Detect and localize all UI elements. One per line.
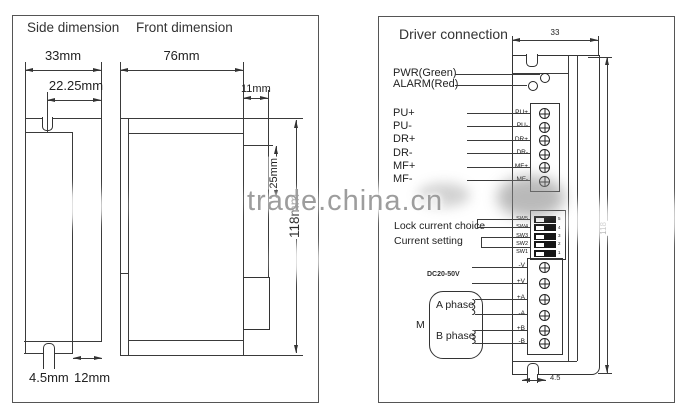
driver-connection-title: Driver connection <box>399 26 508 42</box>
dim-line-2225mm <box>47 100 101 101</box>
watermark-blob <box>132 188 176 224</box>
watermark-blob <box>648 196 682 240</box>
terminal-pin-label: -V <box>518 262 526 269</box>
alarm-led-label: ALARM(Red) <box>393 78 459 90</box>
watermark-blob <box>360 186 400 216</box>
signal-label-dr-minus: DR- <box>393 147 413 159</box>
terminal-pin-label: +B <box>516 325 525 332</box>
dim-line-33mm <box>25 70 101 71</box>
pwr-led-label: PWR(Green) <box>393 67 457 79</box>
driver-top-slot <box>526 54 538 67</box>
terminal-pin-label: DR+ <box>510 136 528 144</box>
dim-line-11mm <box>243 98 268 99</box>
dip-number: 2 <box>558 241 561 246</box>
dimension-panel <box>12 15 319 403</box>
signal-label-pu-plus: PU+ <box>393 107 415 119</box>
dim-label-12mm: 12mm <box>74 370 111 385</box>
screw-terminal-icon <box>539 149 550 160</box>
screw-terminal-icon <box>539 294 550 305</box>
side-dimension-title: Side dimension <box>27 20 120 35</box>
screw-terminal-icon <box>539 135 550 146</box>
signal-label-mf-minus: MF- <box>393 173 413 185</box>
coil-icon-b-phase <box>471 330 476 344</box>
dip-label: SW3 <box>516 233 528 239</box>
screw-terminal-icon <box>539 262 550 273</box>
side-bottom-slot <box>43 343 55 369</box>
dip-label: SW2 <box>516 241 528 247</box>
lock-current-label: Lock current choice <box>394 220 486 232</box>
dip-number: 5 <box>558 216 561 221</box>
front-dimension-title: Front dimension <box>136 20 233 35</box>
terminal-pin-label: PU+ <box>510 109 528 117</box>
screw-terminal-icon <box>539 310 550 321</box>
b-phase-label: B phase <box>436 330 475 342</box>
signal-label-dr-plus: DR+ <box>393 133 416 145</box>
screw-terminal-icon <box>539 162 550 173</box>
terminal-pin-label: -A <box>506 310 526 318</box>
signal-label-pu-minus: PU- <box>393 120 412 132</box>
motor-label: M <box>416 319 425 331</box>
dip-number: 1 <box>558 250 561 255</box>
dim-label-45: 4.5 <box>550 373 561 382</box>
pwr-led-icon <box>540 73 550 83</box>
dip-label: SW1 <box>516 249 528 255</box>
alarm-led-icon <box>528 81 538 91</box>
dim-label-2225mm: 22.25mm <box>48 78 104 93</box>
dim-label-11mm: 11mm <box>241 83 271 95</box>
screw-terminal-icon <box>539 108 550 119</box>
motor-outline <box>429 291 483 359</box>
signal-label-mf-plus: MF+ <box>393 160 416 172</box>
terminal-pin-label: PU- <box>510 122 528 130</box>
supply-voltage-label: DC20-50V <box>427 271 460 278</box>
dim-label-33mm: 33mm <box>44 48 82 63</box>
dim-label-33: 33 <box>550 28 560 37</box>
screw-terminal-icon <box>539 325 550 336</box>
dip-number: 4 <box>558 225 561 230</box>
watermark-smudge <box>418 183 470 207</box>
driver-bottom-slot <box>527 363 539 375</box>
front-connector-block <box>243 277 270 330</box>
screw-terminal-icon <box>539 122 550 133</box>
terminal-pin-label: DR- <box>510 149 528 157</box>
terminal-pin-label: +V <box>516 278 525 285</box>
dip-number: 3 <box>558 233 561 238</box>
dip-switch <box>534 233 556 240</box>
dip-switch <box>534 216 556 223</box>
a-phase-label: A phase <box>436 299 474 311</box>
dim-line-45 <box>522 380 546 381</box>
coil-icon-a-phase <box>471 299 476 315</box>
watermark-blob <box>48 188 110 224</box>
watermark-blob <box>272 243 324 277</box>
screw-terminal-icon <box>539 278 550 289</box>
dim-label-45mm: 4.5mm <box>29 370 69 385</box>
terminal-pin-label: +A <box>516 294 525 301</box>
watermark-text: trade.china.cn <box>247 185 444 217</box>
dim-line-76mm <box>120 70 243 71</box>
dim-line-33 <box>512 40 598 41</box>
dim-label-76mm: 76mm <box>163 48 200 63</box>
terminal-pin-label: MF+ <box>510 163 528 171</box>
terminal-pin-label: -B <box>518 338 526 345</box>
power-terminal-block <box>527 258 563 355</box>
screw-terminal-icon <box>539 338 550 349</box>
watermark-blob <box>565 200 620 242</box>
dip-switch <box>534 241 556 248</box>
dip-switch <box>534 250 556 257</box>
current-setting-label: Current setting <box>394 235 463 247</box>
dip-switch <box>534 224 556 231</box>
watermark-smudge <box>497 176 565 218</box>
dim-line-12mm <box>73 358 102 359</box>
